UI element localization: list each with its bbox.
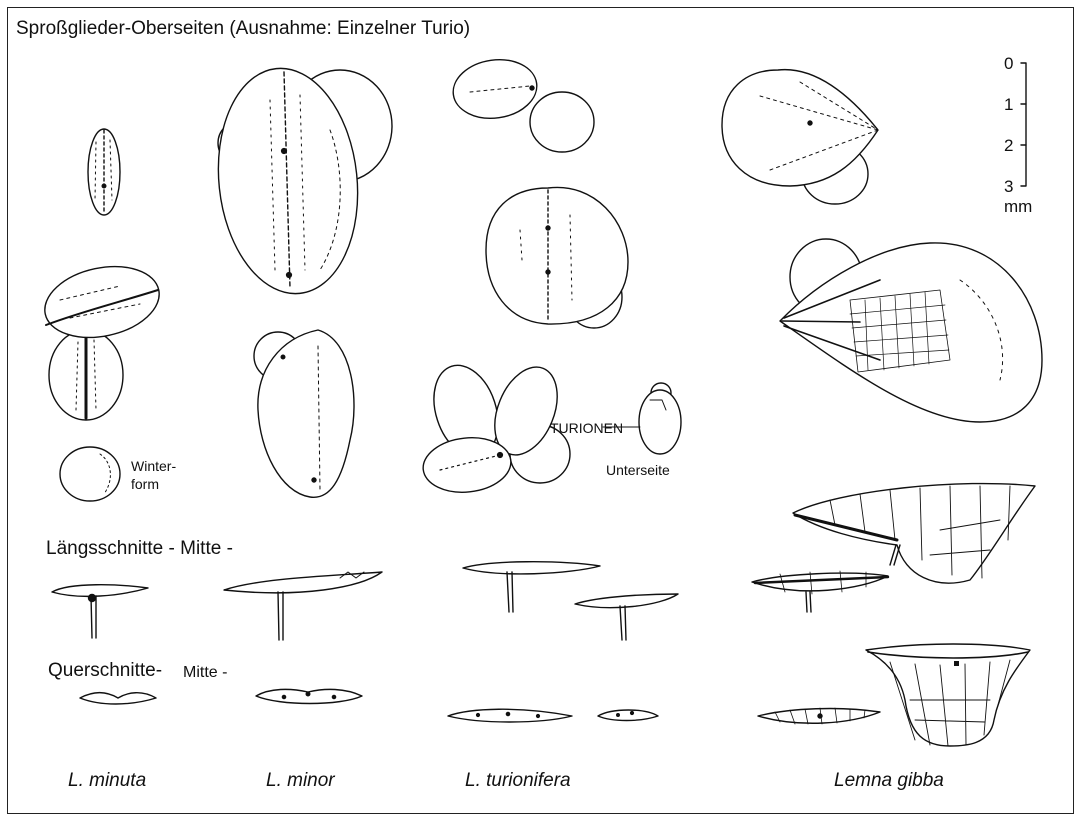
minuta-cross (80, 693, 156, 704)
cross-section-heading: Querschnitte- (48, 660, 162, 682)
scale-tick-1: 1 (1004, 95, 1013, 115)
scale-tick-2: 2 (1004, 136, 1013, 156)
scale-bar (1021, 63, 1026, 186)
turionifera-frond-top (449, 54, 594, 152)
species-label-gibba: Lemna gibba (834, 770, 944, 792)
winter-form-label-1: Winter- (131, 458, 176, 474)
scale-unit: mm (1004, 197, 1032, 217)
turionifera-cross-1 (448, 709, 572, 722)
minor-cross (256, 689, 362, 703)
turionifera-frond-middle (486, 187, 628, 328)
minor-frond-top (208, 61, 392, 300)
cross-section-subheading: Mitte - (183, 664, 227, 682)
gibba-longitudinal-small (752, 571, 888, 612)
scale-tick-3: 3 (1004, 177, 1013, 197)
gibba-frond-top (722, 70, 878, 204)
gibba-cross-large (866, 644, 1030, 746)
unterseite-label: Unterseite (606, 462, 670, 478)
minor-longitudinal (224, 572, 382, 640)
species-label-minuta: L. minuta (68, 770, 146, 792)
longitudinal-section-heading: Längsschnitte - Mitte - (46, 538, 233, 560)
gibba-frond-large (780, 239, 1042, 422)
species-label-minor: L. minor (266, 770, 335, 792)
winter-form-label-2: form (131, 476, 159, 492)
minuta-longitudinal (52, 585, 148, 638)
turionifera-turion (603, 383, 681, 454)
gibba-longitudinal-large (793, 484, 1035, 584)
gibba-cross-small (758, 708, 880, 724)
scale-tick-0: 0 (1004, 54, 1013, 74)
minuta-frond-top (88, 129, 120, 215)
minuta-frond-pair (38, 257, 166, 420)
turionifera-longitudinal-2 (575, 594, 678, 640)
turionifera-cluster (420, 357, 570, 496)
minor-frond-lower (254, 330, 354, 497)
minuta-winter-form (60, 447, 120, 501)
turionifera-cross-2 (598, 710, 658, 721)
figure-title: Sproßglieder-Oberseiten (Ausnahme: Einze… (16, 18, 470, 40)
turionen-label: TURIONEN (550, 420, 623, 436)
species-label-turionifera: L. turionifera (465, 770, 571, 792)
